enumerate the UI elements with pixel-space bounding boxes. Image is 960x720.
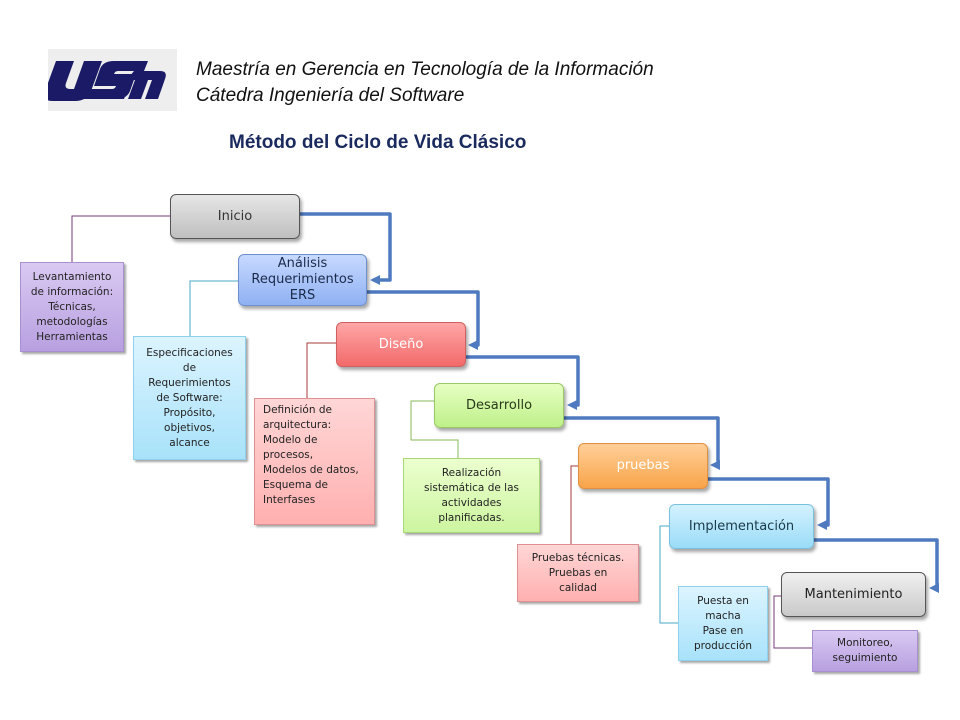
- connector-inicio: [71, 215, 170, 262]
- flow-arrow-pruebas-implementacion: [708, 477, 830, 530]
- note-pruebas: Pruebas técnicas. Pruebas en calidad: [517, 544, 639, 602]
- note-diseno: Definición de arquitectura: Modelo de pr…: [254, 398, 375, 525]
- note-analisis: Especificaciones de Requerimientos de So…: [133, 336, 246, 460]
- connector-diseno: [306, 342, 336, 398]
- note-implementacion: Puesta en macha Pase en producción: [678, 586, 768, 661]
- connector-implementacion: [659, 525, 678, 624]
- flow-arrow-diseno-desarrollo: [466, 355, 580, 410]
- phase-diseno: Diseño: [336, 322, 466, 367]
- phase-analisis: Análisis Requerimientos ERS: [238, 254, 367, 306]
- note-mantenimiento: Monitoreo, seguimiento: [812, 630, 918, 672]
- phase-inicio: Inicio: [170, 194, 300, 239]
- header-line-2: Cátedra Ingeniería del Software: [196, 85, 465, 106]
- phase-pruebas: pruebas: [578, 443, 708, 489]
- phase-implementacion: Implementación: [669, 504, 814, 549]
- connector-mantenimiento: [773, 595, 812, 649]
- phase-mantenimiento: Mantenimiento: [781, 572, 926, 617]
- note-desarrollo: Realización sistemática de las actividad…: [403, 458, 540, 533]
- flow-arrow-inicio-analisis: [300, 212, 392, 285]
- phase-desarrollo: Desarrollo: [434, 383, 564, 428]
- usm-logo-icon: [44, 61, 166, 101]
- header-line-1: Maestría en Gerencia en Tecnología de la…: [196, 59, 654, 80]
- flow-arrow-desarrollo-pruebas: [564, 416, 720, 470]
- note-inicio: Levantamiento de información: Técnicas, …: [20, 262, 124, 352]
- connector-pruebas: [570, 465, 578, 544]
- flow-arrow-implementacion-mantenimiento: [814, 538, 939, 593]
- flow-arrow-analisis-diseno: [367, 290, 480, 350]
- connector-analisis: [189, 280, 238, 336]
- usm-logo: [44, 49, 177, 111]
- connector-desarrollo: [410, 400, 459, 458]
- page-title: Método del Ciclo de Vida Clásico: [229, 132, 527, 153]
